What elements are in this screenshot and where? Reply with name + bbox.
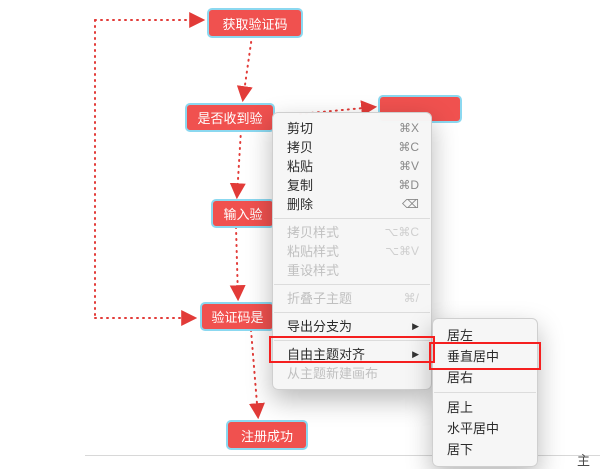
canvas-boundary-line: [85, 455, 600, 456]
menu-item-shortcut: ⌫: [402, 197, 419, 211]
menu-item-shortcut: ⌘D: [398, 178, 419, 192]
menu-item-new-sheet-from-topic: 从主题新建画布: [273, 364, 431, 383]
menu-item-label: 剪切: [287, 121, 314, 136]
menu-item-label: 居左: [447, 328, 474, 343]
menu-item-label: 从主题新建画布: [287, 366, 379, 381]
menu-item-label: 拷贝样式: [287, 225, 340, 240]
submenu-item-align-horizontal-center[interactable]: 水平居中: [433, 418, 537, 439]
menu-item-shortcut: ⌘C: [398, 140, 419, 154]
menu-item-free-topic-align[interactable]: 自由主题对齐 ▶: [273, 345, 431, 364]
submenu-item-align-right[interactable]: 居右: [433, 367, 537, 388]
menu-separator: [274, 284, 430, 285]
menu-item-label: 粘贴: [287, 159, 314, 174]
menu-item-label: 删除: [287, 197, 314, 212]
menu-item-shortcut: ⌘/: [403, 291, 419, 305]
menu-separator: [274, 312, 430, 313]
menu-item-shortcut: ⌘X: [398, 121, 419, 135]
menu-item-reset-style: 重设样式: [273, 261, 431, 280]
menu-item-label: 自由主题对齐: [287, 347, 366, 362]
submenu-item-align-left[interactable]: 居左: [433, 325, 537, 346]
menu-item-label: 拷贝: [287, 140, 314, 155]
menu-item-label: 复制: [287, 178, 314, 193]
menu-item-copy[interactable]: 拷贝 ⌘C: [273, 138, 431, 157]
submenu-item-align-vertical-center[interactable]: 垂直居中: [433, 346, 537, 367]
menu-item-label: 水平居中: [447, 421, 500, 436]
menu-item-label: 折叠子主题: [287, 291, 353, 306]
align-submenu: 居左 垂直居中 居右 居上 水平居中 居下: [432, 318, 538, 467]
topic-get-verification-code[interactable]: 获取验证码: [207, 8, 303, 38]
menu-item-shortcut: ⌥⌘C: [384, 225, 420, 239]
topic-received-code[interactable]: 是否收到验: [185, 103, 275, 132]
menu-item-duplicate[interactable]: 复制 ⌘D: [273, 176, 431, 195]
topic-register-success[interactable]: 注册成功: [226, 420, 308, 450]
menu-item-label: 垂直居中: [447, 349, 500, 364]
topic-input-code[interactable]: 输入验: [211, 199, 275, 228]
arrow-input-to-verify: [229, 226, 246, 302]
submenu-item-align-top[interactable]: 居上: [433, 397, 537, 418]
submenu-item-align-bottom[interactable]: 居下: [433, 439, 537, 460]
menu-separator: [274, 340, 430, 341]
menu-item-shortcut: ⌥⌘V: [385, 244, 419, 258]
menu-item-paste-style: 粘贴样式 ⌥⌘V: [273, 242, 431, 261]
menu-item-cut[interactable]: 剪切 ⌘X: [273, 119, 431, 138]
menu-item-label: 居右: [447, 370, 474, 385]
menu-item-label: 导出分支为: [287, 319, 353, 334]
menu-item-export-branch[interactable]: 导出分支为 ▶: [273, 317, 431, 336]
menu-item-copy-style: 拷贝样式 ⌥⌘C: [273, 223, 431, 242]
menu-item-shortcut: ⌘V: [398, 159, 419, 173]
menu-item-delete[interactable]: 删除 ⌫: [273, 195, 431, 214]
menu-item-label: 居下: [447, 442, 474, 457]
arrow-get-to-received: [236, 35, 253, 103]
menu-item-paste[interactable]: 粘贴 ⌘V: [273, 157, 431, 176]
menu-item-label: 重设样式: [287, 263, 340, 278]
menu-item-label: 粘贴样式: [287, 244, 340, 259]
menu-separator: [274, 218, 430, 219]
arrow-received-to-input: [229, 129, 246, 200]
topic-verify-code[interactable]: 验证码是: [200, 302, 275, 331]
submenu-arrow-icon: ▶: [412, 321, 419, 331]
menu-separator: [434, 392, 536, 393]
submenu-arrow-icon: ▶: [412, 349, 419, 359]
arrow-verify-to-success: [248, 329, 265, 420]
canvas-edge-text: 主: [577, 453, 591, 468]
menu-item-label: 居上: [447, 400, 474, 415]
menu-item-collapse-subtopics: 折叠子主题 ⌘/: [273, 289, 431, 308]
context-menu: 剪切 ⌘X 拷贝 ⌘C 粘贴 ⌘V 复制 ⌘D 删除 ⌫ 拷贝样式 ⌥⌘C 粘贴…: [272, 112, 432, 390]
